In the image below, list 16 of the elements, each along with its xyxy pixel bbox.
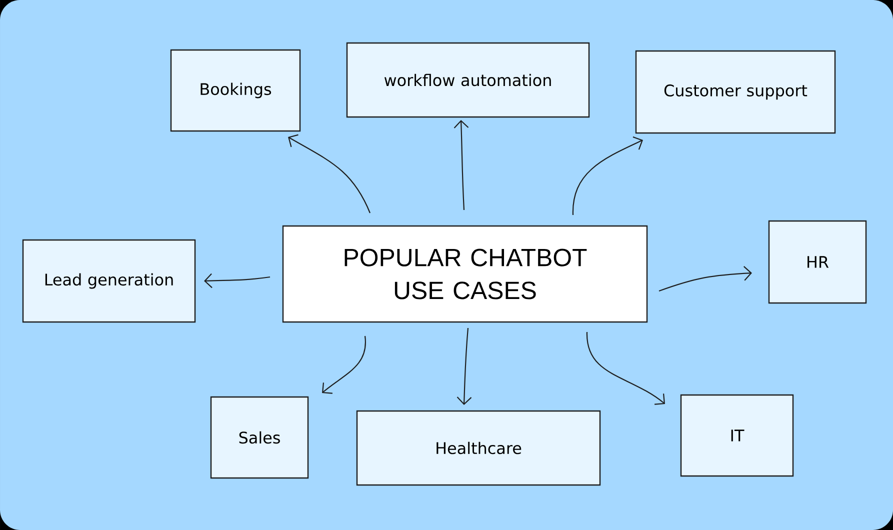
- use-case-box: HR: [768, 220, 867, 304]
- arrow: [586, 332, 665, 405]
- arrow: [456, 328, 472, 405]
- use-case-box: workflow automation: [346, 42, 590, 118]
- use-case-box: Sales: [210, 396, 309, 479]
- use-case-box: Lead generation: [22, 239, 196, 323]
- arrow: [658, 266, 752, 292]
- arrow: [288, 134, 370, 214]
- use-case-box: Healthcare: [356, 410, 601, 486]
- use-case-box: IT: [680, 394, 794, 477]
- arrow: [322, 336, 366, 394]
- arrow: [204, 273, 270, 288]
- use-case-box: Customer support: [635, 50, 836, 134]
- use-case-box: Bookings: [170, 49, 301, 132]
- arrow: [572, 136, 643, 216]
- topic-box: POPULAR CHATBOT USE CASES: [282, 225, 648, 323]
